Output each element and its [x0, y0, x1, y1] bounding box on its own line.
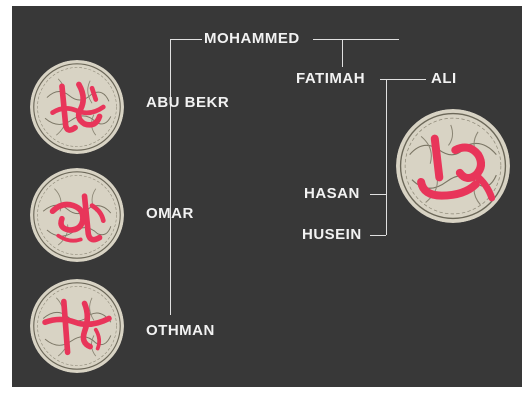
diagram-panel: MOHAMMED FATIMAH ALI ABU BEKR OMAR OTHMA… — [12, 6, 522, 387]
connector-mohammed-left — [170, 39, 202, 40]
connector-hasan — [370, 194, 386, 195]
connector-husein — [370, 235, 386, 236]
name-fatimah: FATIMAH — [296, 71, 365, 87]
name-hasan: HASAN — [304, 186, 360, 202]
seal-omar — [30, 168, 124, 262]
name-ali: ALI — [431, 71, 457, 87]
seal-abu-bekr — [30, 60, 124, 154]
connector-children-trunk — [386, 79, 387, 235]
seal-othman — [30, 279, 124, 373]
name-abu-bekr: ABU BEKR — [146, 95, 229, 111]
connector-mohammed-fatimah — [342, 39, 343, 67]
name-othman: OTHMAN — [146, 323, 215, 339]
connector-caliph-trunk — [170, 39, 171, 315]
connector-mohammed-right — [313, 39, 399, 40]
seal-ali — [396, 109, 510, 223]
name-mohammed: MOHAMMED — [204, 31, 300, 47]
name-husein: HUSEIN — [302, 227, 362, 243]
name-omar: OMAR — [146, 206, 194, 222]
